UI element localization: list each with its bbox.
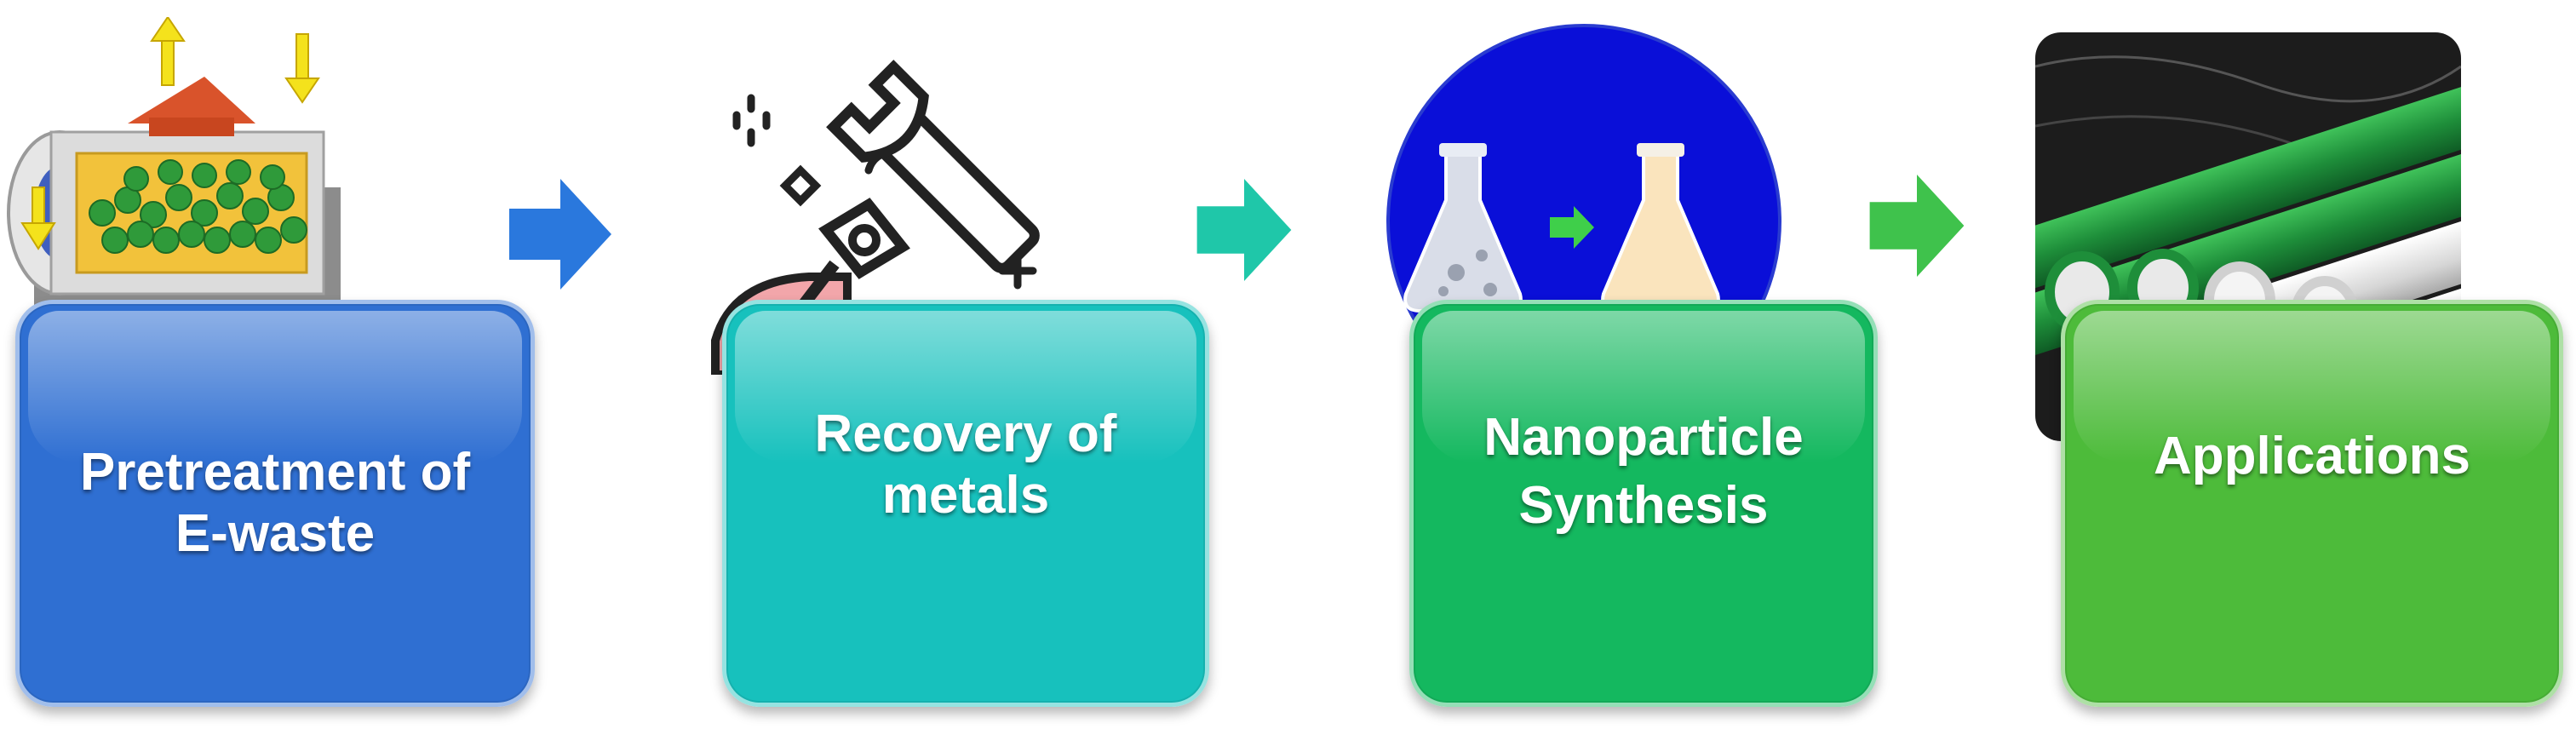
arrow-right-icon	[1196, 179, 1292, 281]
flask-reaction-icon	[1371, 17, 1797, 341]
step-pretreatment-box: Pretreatment of E-waste	[15, 300, 535, 707]
step-pretreatment-label-line2: E-waste	[175, 504, 376, 563]
step-recovery-label-line2: metals	[881, 466, 1050, 525]
step-synthesis-box: Nanoparticle Synthesis	[1409, 300, 1878, 707]
step-recovery-label-line1: Recovery of	[814, 405, 1117, 463]
step-pretreatment-label: Pretreatment of E-waste	[80, 442, 470, 565]
step-synthesis-label-line1: Nanoparticle	[1483, 407, 1804, 467]
step-applications-box: Applications	[2061, 300, 2563, 707]
step-synthesis-label-line2: Synthesis	[1518, 475, 1769, 535]
step-applications-label-line1: Applications	[2153, 427, 2471, 485]
arrow-right-icon	[509, 179, 611, 290]
step-applications-label: Applications	[2154, 426, 2470, 487]
step-pretreatment-label-line1: Pretreatment of	[79, 443, 471, 502]
ball-mill-icon	[0, 17, 400, 324]
step-recovery-box: Recovery of metals	[722, 300, 1209, 707]
step-synthesis-label: Nanoparticle Synthesis	[1483, 404, 1804, 540]
step-recovery-label: Recovery of metals	[815, 404, 1117, 526]
arrow-right-icon	[1869, 175, 1965, 277]
